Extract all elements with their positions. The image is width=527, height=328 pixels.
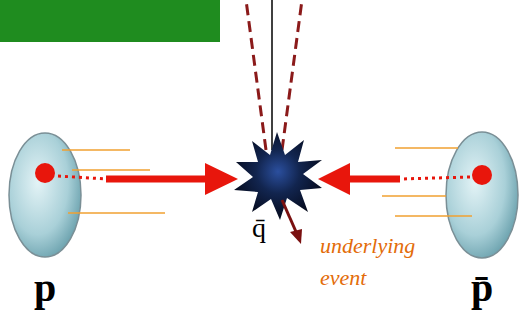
jet-line xyxy=(282,0,302,150)
parton-dot xyxy=(472,165,492,185)
jet-line xyxy=(246,0,266,150)
hadron-ellipse xyxy=(442,130,522,262)
spectator-line xyxy=(382,195,446,197)
spectator-line xyxy=(68,212,165,214)
particle-label: p xyxy=(5,268,85,308)
underlying-event-label: underlying event xyxy=(320,230,438,294)
parton-dot xyxy=(35,163,55,183)
hadron-ellipse xyxy=(9,133,81,257)
incoming-arrow xyxy=(106,176,208,183)
hadron-node: p xyxy=(5,130,85,315)
hadron-ellipse xyxy=(446,132,518,258)
header-bar xyxy=(0,0,220,42)
arrow-head xyxy=(318,163,350,195)
outgoing-arrow xyxy=(282,200,297,234)
collision-starburst xyxy=(234,132,322,220)
arrow-head xyxy=(205,163,238,195)
spectator-line xyxy=(395,215,472,217)
spectator-line xyxy=(62,149,130,151)
hadron-node: p̄ xyxy=(442,130,522,315)
spectator-line xyxy=(72,169,150,171)
particle-label: p̄ xyxy=(442,268,522,308)
incoming-arrow xyxy=(347,176,400,183)
arrow-head xyxy=(290,229,302,244)
antiquark-label: q̄ xyxy=(252,214,266,242)
lepton-line xyxy=(271,0,273,150)
spectator-line xyxy=(395,147,458,149)
